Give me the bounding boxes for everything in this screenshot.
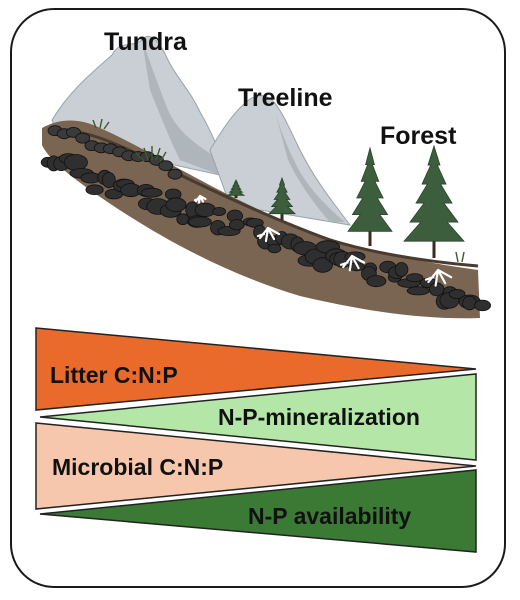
gradient-label-np-mineralization: N-P-mineralization (218, 404, 420, 430)
rock (188, 216, 212, 228)
root-system (256, 226, 281, 243)
rock-layer (40, 125, 492, 312)
conifer-tree (403, 144, 465, 258)
gradient-label-litter-cnp: Litter C:N:P (50, 362, 178, 388)
conifer-tree (347, 146, 393, 246)
wedge-np-mineralization (39, 373, 477, 461)
zone-label-tundra: Tundra (104, 28, 187, 56)
conifer-tree (226, 179, 246, 198)
tree-crown (347, 146, 393, 232)
zone-label-treeline: Treeline (238, 84, 333, 112)
rock (85, 184, 104, 196)
rock (101, 172, 116, 189)
zone-label-forest: Forest (380, 122, 457, 150)
rock (167, 168, 183, 180)
rock (267, 243, 282, 254)
figure-frame (10, 8, 506, 588)
gradient-label-np-availability: N-P availability (248, 503, 412, 529)
rock (140, 187, 163, 198)
root-system (193, 194, 207, 204)
rock (158, 160, 174, 172)
gradient-label-microbial-cnp: Microbial C:N:P (52, 454, 224, 480)
rock (406, 273, 424, 283)
tree-trunk (432, 230, 436, 258)
tree-group (226, 144, 465, 258)
root-system (339, 254, 366, 272)
rock (165, 197, 187, 213)
rock (75, 132, 91, 144)
rock (229, 219, 245, 231)
rock (212, 206, 227, 216)
mountain-right (209, 95, 352, 226)
rock (394, 262, 409, 277)
tree-crown (226, 179, 246, 196)
wedge-microbial-cnp (35, 422, 477, 510)
rock (366, 275, 387, 288)
rock (474, 299, 492, 312)
tree-crown (268, 176, 296, 215)
tree-trunk (280, 209, 284, 220)
mountain-left-shade (142, 40, 220, 175)
landscape-illustration (40, 35, 492, 319)
rock (312, 257, 333, 273)
wedge-np-availability (39, 469, 477, 553)
tree-trunk (368, 221, 372, 246)
tree-crown (403, 144, 465, 242)
wedge-litter-cnp (35, 327, 477, 411)
tree-trunk (234, 193, 238, 198)
rock (448, 288, 466, 299)
root-systems (193, 194, 453, 287)
ground-vegetation (92, 118, 465, 263)
conifer-tree (268, 176, 296, 220)
root-system (424, 268, 453, 287)
soil-topline (47, 128, 479, 268)
